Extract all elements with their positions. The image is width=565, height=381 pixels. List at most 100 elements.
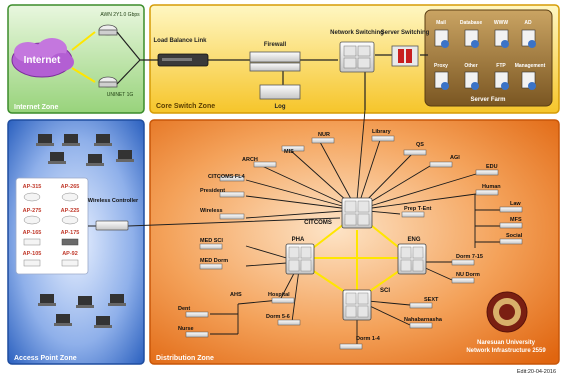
sci-switch-icon bbox=[342, 289, 372, 321]
label-library: Library bbox=[372, 129, 392, 135]
load-balance-label: Load Balance Link bbox=[153, 38, 207, 44]
firewall-icon bbox=[249, 51, 301, 72]
laptop-icon bbox=[116, 150, 134, 162]
label-law: Law bbox=[510, 201, 521, 207]
label-nursing: NUR bbox=[318, 132, 330, 138]
laptop-icon bbox=[62, 134, 80, 146]
firewall-label: Firewall bbox=[264, 42, 287, 48]
other-server-icon bbox=[464, 71, 479, 90]
label-hospital: Hospital bbox=[268, 292, 290, 298]
core-links bbox=[116, 31, 428, 110]
internet-cloud-icon bbox=[11, 38, 74, 78]
infrastructure-title: Network Infrastructure 2559 bbox=[466, 348, 546, 354]
ap-model-label: AP-175 bbox=[61, 230, 80, 236]
isp1-router-icon bbox=[98, 24, 118, 36]
ap-models-panel bbox=[15, 177, 89, 275]
isp2-router-icon bbox=[98, 76, 118, 88]
internet-zone-label: Internet Zone bbox=[14, 104, 58, 111]
isp1-label: AWN 2Y1.0 Gbps bbox=[100, 12, 140, 18]
mail-server-icon bbox=[434, 29, 449, 48]
isp2-link bbox=[71, 67, 96, 83]
label-nurse: Nurse bbox=[178, 326, 194, 332]
server-farm-servers bbox=[434, 29, 536, 90]
label-president: President bbox=[200, 188, 225, 194]
server-label-proxy: Proxy bbox=[434, 63, 448, 69]
spoke-links bbox=[245, 109, 500, 248]
ap-device-icons bbox=[23, 192, 79, 267]
internet-cloud-label: Internet bbox=[24, 55, 61, 66]
laptop-icon bbox=[86, 154, 104, 166]
laptop-icon bbox=[48, 152, 66, 164]
server-label-www: WWW bbox=[494, 20, 508, 26]
server-label-database: Database bbox=[460, 20, 482, 26]
label-qs: QS bbox=[416, 142, 424, 148]
eng-label: ENG bbox=[407, 237, 420, 243]
log-server-icon bbox=[259, 84, 301, 100]
server-label-other: Other bbox=[464, 63, 477, 69]
wireless-controller-label: Wireless Controller bbox=[88, 198, 139, 204]
log-label: Log bbox=[275, 104, 286, 110]
label-nahabarnasha: Nahabarnasha bbox=[404, 317, 443, 323]
label-sext: SEXT bbox=[424, 297, 439, 303]
server-switching-icon bbox=[391, 45, 419, 67]
pha-switch-icon bbox=[285, 243, 315, 275]
edit-date: Edit:20-04-2016 bbox=[517, 369, 556, 375]
proxy-server-icon bbox=[434, 71, 449, 90]
laptop-icon bbox=[108, 294, 126, 306]
access-zone-label: Access Point Zone bbox=[14, 355, 77, 362]
label-prep: Prep T-Ent bbox=[404, 206, 432, 212]
isp1-link bbox=[71, 31, 96, 51]
label-mis: MIS bbox=[284, 149, 294, 155]
label-citcoms-fl4: CITCOMS FL4 bbox=[208, 174, 246, 180]
load-balancer-icon bbox=[157, 53, 209, 67]
ap-model-label: AP-315 bbox=[23, 184, 42, 190]
laptop-icon bbox=[36, 134, 54, 146]
server-farm-title: Server Farm bbox=[470, 97, 505, 103]
label-dorm-14: Dorm 1-4 bbox=[356, 336, 381, 342]
ap-model-label: AP-225 bbox=[61, 208, 80, 214]
label-med-dorm: MED Dorm bbox=[200, 258, 228, 264]
management-server-icon bbox=[521, 71, 536, 90]
label-med-sci: MED SCI bbox=[200, 238, 223, 244]
distribution-zone-label: Distribution Zone bbox=[156, 355, 214, 362]
label-social: Social bbox=[506, 233, 523, 239]
label-ahs: AHS bbox=[230, 292, 242, 298]
laptop-icon bbox=[38, 294, 56, 306]
label-arch: ARCH bbox=[242, 157, 258, 163]
ap-model-label: AP-105 bbox=[23, 251, 42, 257]
edge-switch-icons bbox=[185, 135, 523, 350]
citcoms-label: CITCOMS bbox=[304, 220, 332, 226]
laptop-icon bbox=[76, 296, 94, 308]
www-server-icon bbox=[494, 29, 509, 48]
label-dorm-56: Dorm 5-6 bbox=[266, 314, 290, 320]
sci-label: SCI bbox=[380, 288, 390, 294]
label-mfs: MFS bbox=[510, 217, 522, 223]
ap-model-label: AP-92 bbox=[62, 251, 78, 257]
ap-model-label: AP-165 bbox=[23, 230, 42, 236]
label-dent: Dent bbox=[178, 306, 190, 312]
laptop-icon bbox=[94, 134, 112, 146]
network-switching-icon bbox=[339, 41, 375, 73]
label-edu: EDU bbox=[486, 164, 498, 170]
laptop-icon bbox=[54, 314, 72, 326]
eng-switch-icon bbox=[397, 243, 427, 275]
label-human: Human bbox=[482, 184, 501, 190]
laptop-icon bbox=[94, 316, 112, 328]
controller-link bbox=[88, 217, 341, 227]
laptop-icons-bottom bbox=[38, 294, 126, 328]
server-label-ad: AD bbox=[524, 20, 532, 26]
database-server-icon bbox=[464, 29, 479, 48]
label-dorm-715: Dorm 7-15 bbox=[456, 254, 483, 260]
server-label-ftp: FTP bbox=[496, 63, 506, 69]
wireless-controller-icon bbox=[95, 220, 129, 231]
label-agi: AGI bbox=[450, 155, 460, 161]
ftp-server-icon bbox=[494, 71, 509, 90]
isp2-label: UNINET 1G bbox=[107, 92, 134, 98]
label-nu-dorm: NU Dorm bbox=[456, 272, 480, 278]
server-switching-label: Server Switching bbox=[381, 30, 430, 36]
citcoms-switch-icon bbox=[341, 197, 373, 229]
university-seal-logo bbox=[486, 291, 528, 333]
server-farm-zone bbox=[424, 9, 553, 107]
ap-model-label: AP-265 bbox=[61, 184, 80, 190]
